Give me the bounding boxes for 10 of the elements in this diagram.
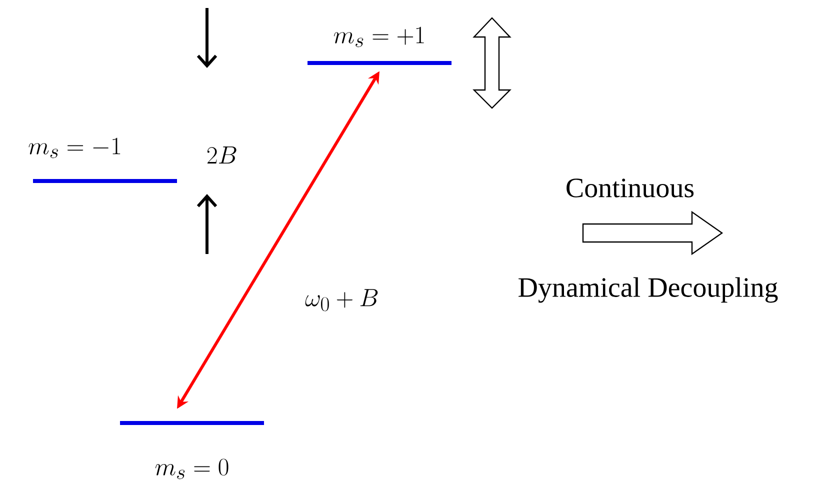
formula-label: $2B$ xyxy=(207,146,236,164)
energy-level: $m_s = 0$ xyxy=(120,421,264,480)
energy-level: $m_s = -1$ xyxy=(28,138,177,183)
caption-text: Dynamical Decoupling xyxy=(518,277,778,303)
node-label: $m_s = +1$ xyxy=(334,26,424,48)
node-label: $m_s = -1$ xyxy=(28,138,120,158)
node-label: $m_s = 0$ xyxy=(155,458,228,480)
caption-text: Continuous xyxy=(566,178,694,198)
energy-level: $m_s = +1$ xyxy=(308,26,452,65)
edge-label: $\omega_0 + B$ xyxy=(303,287,381,313)
